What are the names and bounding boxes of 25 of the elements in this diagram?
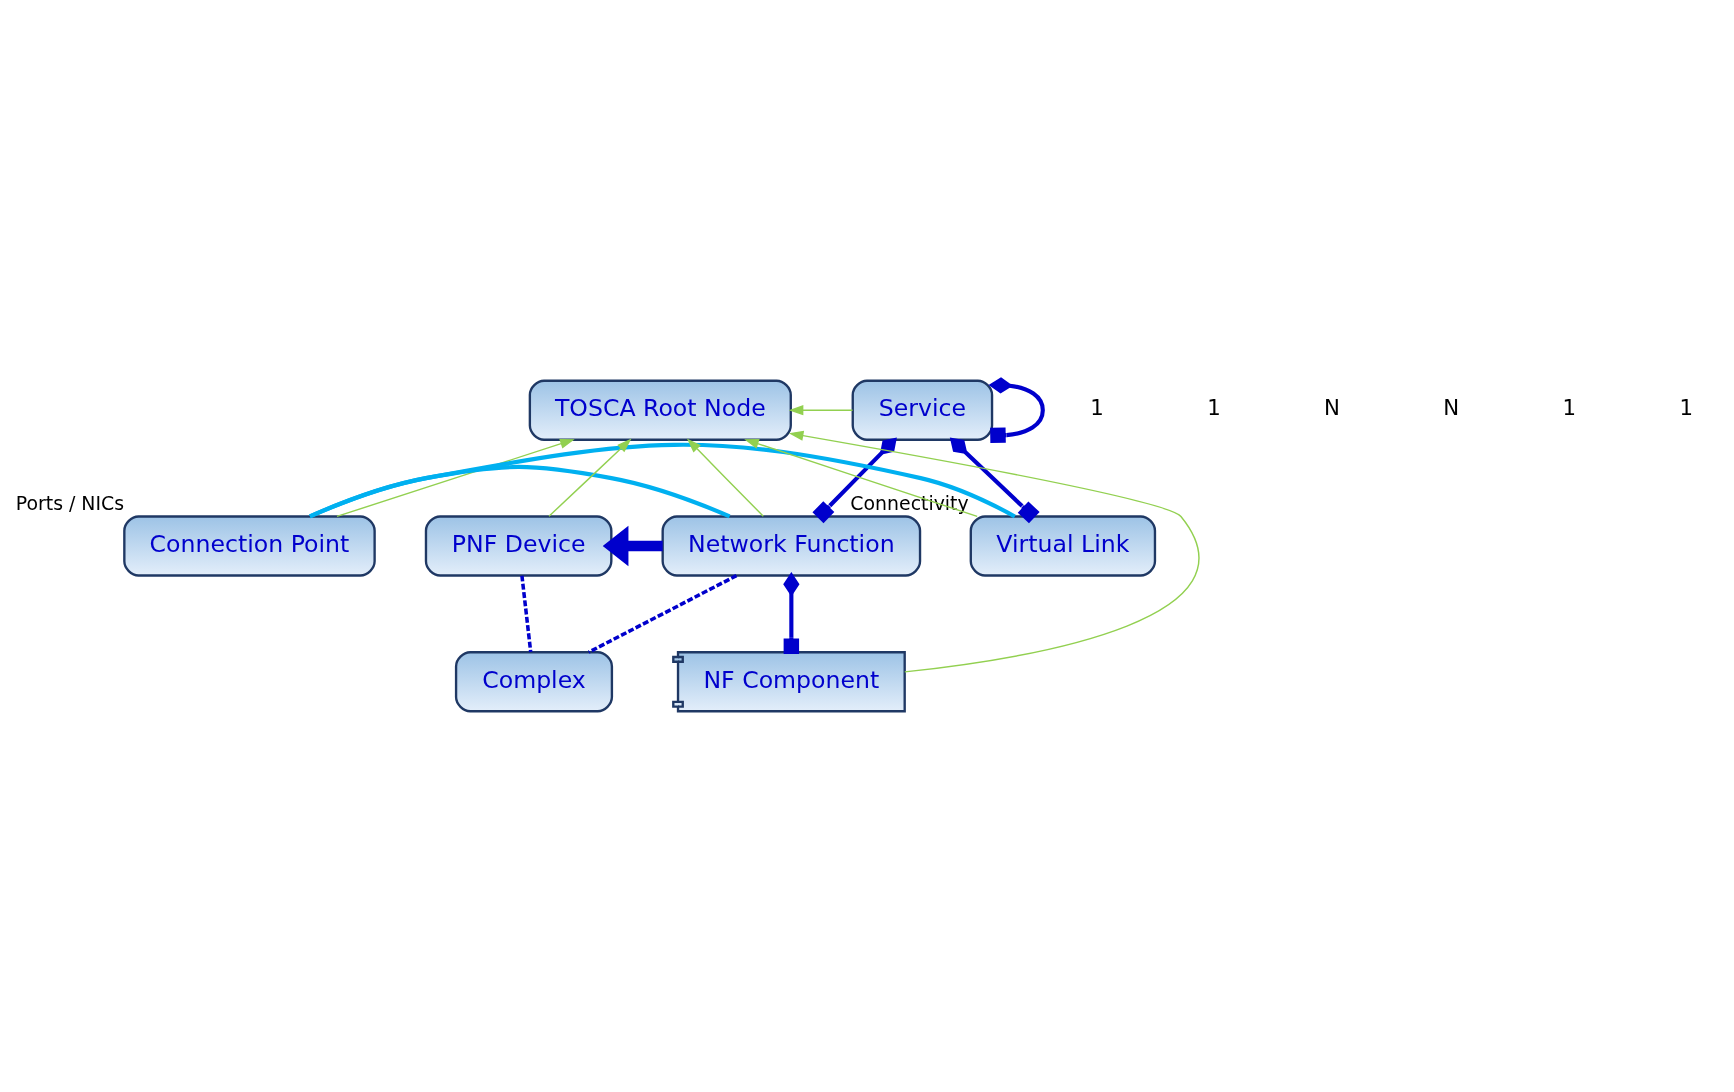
node-label: Ports / NICs bbox=[15, 492, 124, 515]
node-box: Connection Point bbox=[122, 515, 376, 577]
arrow bbox=[788, 405, 853, 416]
label: 1 bbox=[1562, 395, 1576, 421]
connector bbox=[519, 575, 532, 653]
arrow bbox=[686, 438, 764, 517]
node-box: PNF Device bbox=[424, 515, 612, 577]
label: N bbox=[1323, 395, 1340, 421]
label: 1 bbox=[1678, 395, 1693, 421]
arrow bbox=[547, 438, 631, 517]
connector bbox=[811, 437, 897, 524]
label: 1 bbox=[1089, 395, 1104, 421]
connector bbox=[949, 437, 1040, 524]
arrow bbox=[602, 525, 663, 567]
label: N bbox=[1442, 395, 1459, 421]
node-box: TOSCA Root Node bbox=[528, 379, 792, 441]
arrow bbox=[743, 438, 978, 518]
connector bbox=[988, 377, 1045, 444]
connector bbox=[587, 574, 737, 654]
connector bbox=[782, 572, 799, 655]
node-box: Service bbox=[851, 379, 993, 441]
label: 1 bbox=[1206, 395, 1221, 421]
node-box: Network Function bbox=[661, 515, 921, 577]
node-box: Complex bbox=[454, 651, 613, 713]
node-box: Virtual Link bbox=[969, 515, 1156, 577]
